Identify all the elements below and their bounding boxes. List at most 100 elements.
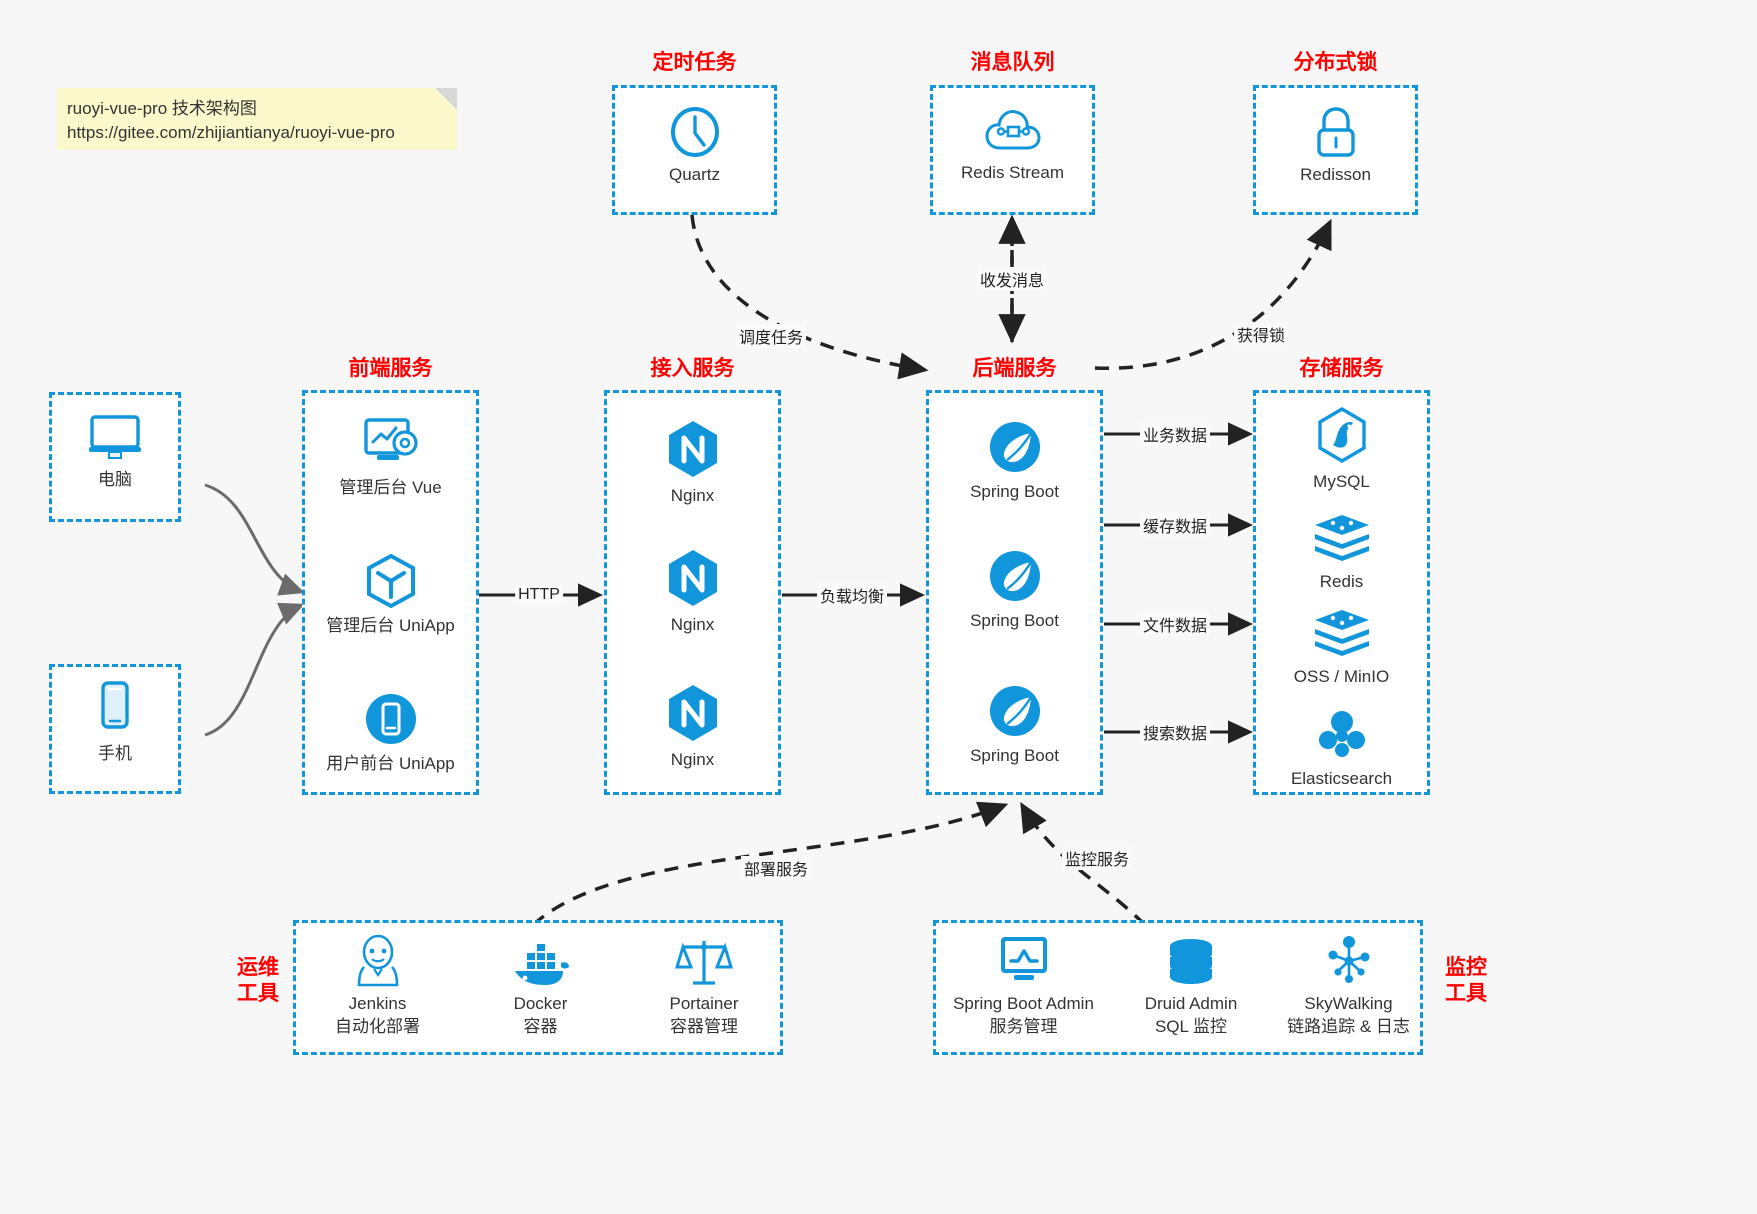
sticky-note: ruoyi-vue-pro 技术架构图 https://gitee.com/zh… (57, 88, 457, 150)
node-label: Redis (1319, 572, 1364, 591)
spring-boot-icon (989, 422, 1040, 472)
node-portainer[interactable]: Portainer 容器管理 (622, 937, 786, 1039)
edge-schedule-task (690, 214, 929, 380)
cloud-stream-icon (984, 110, 1041, 150)
group-box-client-desktop: 电脑 (49, 392, 181, 522)
node-label: 用户前台 UniApp (326, 754, 455, 773)
node-redis[interactable]: Redis (1256, 513, 1427, 594)
oss-icon (1314, 610, 1369, 656)
node-label: MySQL (1313, 472, 1370, 491)
node-sublabel: SQL 监控 (1154, 1016, 1228, 1036)
docker-icon (514, 944, 569, 985)
node-label: Redisson (1300, 165, 1371, 184)
node-sublabel: 链路追踪 & 日志 (1287, 1016, 1410, 1036)
group-box-backend: Spring Boot Spring Boot Spring Boot (926, 390, 1103, 795)
node-spring-boot-3[interactable]: Spring Boot (929, 683, 1100, 768)
node-oss-minio[interactable]: OSS / MinIO (1256, 608, 1427, 689)
group-title-scheduled-task: 定时任务 (652, 51, 737, 74)
group-title-gateway: 接入服务 (650, 357, 735, 380)
note-fold-corner (435, 88, 457, 110)
lock-icon (1316, 107, 1355, 157)
note-line-1: ruoyi-vue-pro 技术架构图 (67, 99, 257, 118)
group-title-message-queue: 消息队列 (970, 51, 1055, 74)
edge-label-search-data: 搜索数据 (1139, 720, 1211, 744)
group-title-devops-line1: 运维 (237, 956, 279, 979)
node-mysql[interactable]: MySQL (1256, 407, 1427, 494)
node-druid-admin[interactable]: Druid Admin SQL 监控 (1111, 937, 1271, 1039)
clock-icon (670, 107, 719, 157)
node-sublabel: 自动化部署 (335, 1016, 420, 1036)
group-box-scheduled-task: Quartz (612, 85, 777, 215)
nginx-icon (668, 421, 717, 477)
edge-label-file-data: 文件数据 (1139, 612, 1211, 636)
node-label: Elasticsearch (1290, 769, 1393, 788)
nginx-icon (668, 685, 717, 741)
node-elasticsearch[interactable]: Elasticsearch (1256, 706, 1427, 791)
node-spring-boot-admin[interactable]: Spring Boot Admin 服务管理 (936, 935, 1111, 1039)
node-label: Nginx (670, 750, 715, 769)
node-quartz[interactable]: Quartz (615, 106, 774, 187)
node-redis-stream[interactable]: Redis Stream (933, 106, 1092, 185)
edge-desktop-to-frontend (204, 483, 305, 596)
node-desktop[interactable]: 电脑 (52, 411, 178, 492)
edge-label-cache-data: 缓存数据 (1139, 513, 1211, 537)
node-label: Portainer 容器管理 (670, 993, 739, 1039)
note-line-2: https://gitee.com/zhijiantianya/ruoyi-vu… (67, 123, 395, 142)
group-box-devops: Jenkins 自动化部署 Docker 容器 (293, 920, 783, 1055)
group-title-storage: 存储服务 (1299, 357, 1384, 380)
node-label: Spring Boot (970, 482, 1059, 501)
node-label: Quartz (668, 165, 721, 184)
node-sublabel: 容器管理 (669, 1016, 738, 1036)
desktop-icon (89, 415, 141, 459)
group-box-distributed-lock: Redisson (1253, 85, 1418, 215)
node-nginx-2[interactable]: Nginx (607, 548, 778, 637)
node-label: Jenkins 自动化部署 (335, 993, 420, 1039)
group-title-monitor-line2: 工具 (1445, 982, 1487, 1006)
node-docker[interactable]: Docker 容器 (459, 941, 622, 1039)
node-label: Redis Stream (961, 163, 1064, 182)
node-sublabel: 服务管理 (989, 1016, 1058, 1036)
node-admin-uniapp[interactable]: 管理后台 UniApp (305, 553, 476, 638)
portainer-scale-icon (675, 941, 733, 985)
group-title-monitor: 监控 工具 (1436, 955, 1496, 1008)
edge-label-deploy-service: 部署服务 (740, 856, 812, 880)
edge-label-http: HTTP (515, 586, 563, 604)
node-nginx-1[interactable]: Nginx (607, 419, 778, 508)
node-user-uniapp[interactable]: 用户前台 UniApp (305, 691, 476, 776)
phone-circle-icon (365, 694, 416, 744)
group-box-storage: MySQL Redis OSS / MinIO (1253, 390, 1430, 795)
group-box-gateway: Nginx Nginx Nginx (604, 390, 781, 795)
node-sublabel: 容器 (523, 1016, 558, 1036)
nginx-icon (668, 550, 717, 606)
node-label: Nginx (670, 486, 715, 505)
node-spring-boot-2[interactable]: Spring Boot (929, 548, 1100, 633)
group-title-monitor-line1: 监控 (1445, 956, 1487, 979)
edge-mobile-to-frontend (204, 602, 305, 737)
group-title-frontend: 前端服务 (348, 357, 433, 380)
node-label: Spring Boot (970, 611, 1059, 630)
spring-boot-icon (989, 551, 1040, 601)
edge-label-send-receive-message: 收发消息 (976, 267, 1048, 291)
spring-boot-icon (989, 686, 1040, 736)
node-spring-boot-1[interactable]: Spring Boot (929, 419, 1100, 504)
group-box-client-mobile: 手机 (49, 664, 181, 794)
node-admin-vue[interactable]: 管理后台 Vue (305, 415, 476, 500)
node-skywalking[interactable]: SkyWalking 链路追踪 & 日志 (1271, 933, 1426, 1039)
edge-acquire-lock (1094, 218, 1332, 370)
cube-icon (366, 553, 415, 609)
edge-label-monitor-service: 监控服务 (1061, 846, 1133, 870)
node-label: Spring Boot Admin 服务管理 (953, 993, 1094, 1039)
skywalking-icon (1328, 936, 1369, 983)
node-nginx-3[interactable]: Nginx (607, 683, 778, 772)
group-title-backend: 后端服务 (972, 357, 1057, 380)
monitor-chart-icon (1000, 937, 1047, 980)
database-icon (1170, 939, 1212, 984)
jenkins-icon (357, 934, 398, 987)
edge-label-acquire-lock: 获得锁 (1233, 322, 1289, 346)
group-box-monitor: Spring Boot Admin 服务管理 Druid Admin SQL 监… (933, 920, 1423, 1055)
node-jenkins[interactable]: Jenkins 自动化部署 (296, 933, 459, 1039)
node-label: 手机 (98, 744, 132, 763)
node-mobile[interactable]: 手机 (52, 681, 178, 766)
node-redisson[interactable]: Redisson (1256, 106, 1415, 187)
